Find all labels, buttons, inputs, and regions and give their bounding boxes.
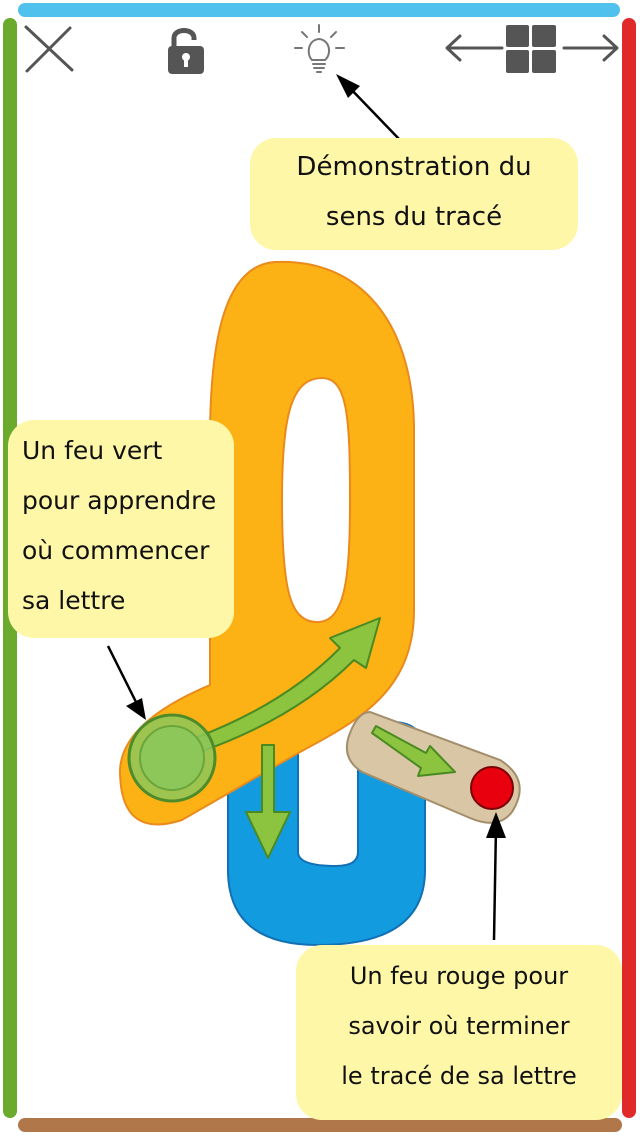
- callout-demonstration: Démonstration du sens du tracé: [250, 138, 578, 250]
- annotation-arrows: [106, 83, 498, 941]
- arrow-left-icon: [445, 34, 504, 62]
- callout-red-line1: Un feu rouge pour: [349, 962, 569, 990]
- next-button[interactable]: [562, 30, 620, 66]
- callout-demonstration-line2: sens du tracé: [325, 202, 503, 232]
- letter-d-stroke: [118, 260, 415, 826]
- previous-button[interactable]: [444, 30, 504, 66]
- grid-icon: [506, 25, 556, 73]
- direction-arrow-end: [371, 725, 456, 777]
- callout-green-line4: sa lettre: [22, 586, 126, 615]
- bottom-edge-bar: [18, 1118, 622, 1132]
- callout-green-line1: Un feu vert: [22, 436, 163, 465]
- close-icon: [24, 25, 74, 73]
- callout-green-light: Un feu vert pour apprendre où commencer …: [8, 420, 234, 638]
- close-button[interactable]: [22, 24, 76, 74]
- callout-red-light: Un feu rouge pour savoir où terminer le …: [296, 945, 622, 1120]
- start-dot-inner: [139, 725, 205, 791]
- right-edge-bar: [622, 18, 636, 1118]
- top-edge-bar: [18, 3, 620, 17]
- direction-arrow-curve: [194, 617, 381, 753]
- hint-button[interactable]: [292, 22, 348, 76]
- callout-red-line2: savoir où terminer: [348, 1012, 570, 1040]
- direction-arrow-down: [245, 744, 291, 859]
- lock-button[interactable]: [166, 24, 208, 76]
- lock-icon: [168, 28, 204, 74]
- callout-green-line2: pour apprendre: [22, 486, 217, 515]
- callout-demonstration-line1: Démonstration du: [296, 152, 532, 182]
- end-dot-red[interactable]: [470, 766, 514, 810]
- menu-grid-button[interactable]: [505, 24, 557, 74]
- arrow-right-icon: [562, 34, 619, 62]
- callout-red-line3: le tracé de sa lettre: [341, 1062, 577, 1090]
- annotation-arrowheads: [126, 74, 506, 838]
- lightbulb-icon: [294, 24, 345, 73]
- callout-green-line3: où commencer: [22, 536, 210, 565]
